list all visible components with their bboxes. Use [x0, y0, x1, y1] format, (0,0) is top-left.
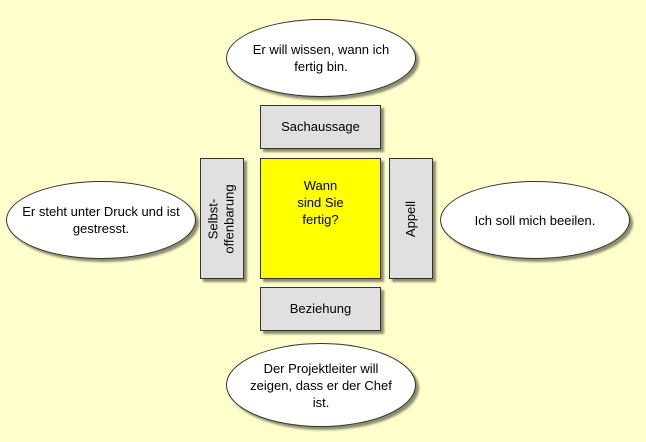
side-appell: Appell	[389, 158, 433, 279]
ellipse-appell-interpretation: Ich soll mich beeilen.	[440, 181, 630, 259]
side-selbstoffenbarung: Selbst- offenbarung	[200, 158, 244, 279]
ellipse-sachaussage-interpretation: Er will wissen, wann ich fertig bin.	[226, 19, 416, 97]
side-right-label: Appell	[402, 200, 418, 237]
center-message-box: Wann sind Sie fertig?	[260, 158, 381, 279]
side-left-label: Selbst- offenbarung	[206, 183, 238, 254]
side-beziehung: Beziehung	[260, 287, 381, 331]
ellipse-top-text: Er will wissen, wann ich fertig bin.	[252, 42, 390, 74]
side-bottom-label: Beziehung	[289, 301, 352, 316]
ellipse-beziehung-interpretation: Der Projektleiter will zeigen, dass er d…	[226, 343, 416, 427]
ellipse-selbstoffenbarung-interpretation: Er steht unter Druck und ist gestresst.	[6, 181, 196, 259]
ellipse-right-text: Ich soll mich beeilen.	[474, 212, 596, 228]
side-top-label: Sachaussage	[281, 119, 360, 134]
center-message-text: Wann sind Sie fertig?	[297, 178, 344, 227]
side-sachaussage: Sachaussage	[260, 105, 381, 149]
ellipse-left-text: Er steht unter Druck und ist gestresst.	[22, 204, 180, 236]
ellipse-bottom-text: Der Projektleiter will zeigen, dass er d…	[250, 360, 392, 410]
